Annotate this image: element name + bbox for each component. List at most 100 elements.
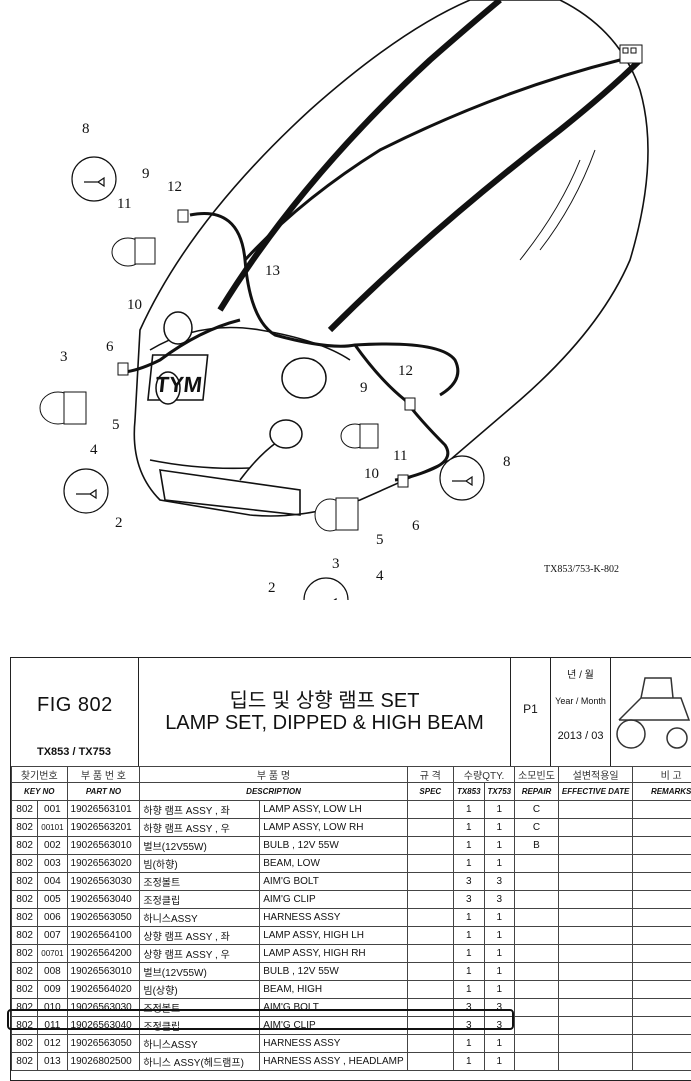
repair-cell: B [514,836,559,855]
desc-ko-cell: 벌브(12V55W) [139,836,261,855]
key-cell: 001 [37,800,68,819]
repair-cell [514,890,559,909]
repair-cell [514,998,559,1017]
title-cell: 딥드 및 상향 램프 SET LAMP SET, DIPPED & HIGH B… [139,658,511,766]
qty-tx853-cell: 3 [452,872,485,891]
date-cell [557,980,634,999]
date-cell [557,962,634,981]
desc-en-cell: HARNESS ASSY , HEADLAMP [259,1052,408,1071]
table-row: 802 008 19026563010 벌브(12V55W) BULB , 12… [10,962,691,981]
qty-tx753-cell: 1 [483,800,516,819]
key-cell: 009 [37,980,68,999]
svg-text:10: 10 [127,297,142,313]
remarks-cell [632,890,691,909]
qty-tx753-cell: 1 [483,854,516,873]
svg-text:8: 8 [82,121,90,137]
svg-text:6: 6 [106,339,114,355]
repair-cell [514,854,559,873]
spec-cell [406,1052,454,1071]
date-cell [557,872,634,891]
qty-tx753-cell: 3 [483,890,516,909]
desc-ko-cell: 하향 램프 ASSY , 우 [139,818,261,837]
desc-ko-cell: 상향 램프 ASSY , 우 [139,944,261,963]
qty-tx853-cell: 1 [452,908,485,927]
svg-text:10: 10 [364,466,379,482]
desc-en-cell: BULB , 12V 55W [259,836,408,855]
desc-en-cell: BULB , 12V 55W [259,962,408,981]
repair-cell: C [514,800,559,819]
title-english: LAMP SET, DIPPED & HIGH BEAM [165,712,484,734]
key-cell: 011 [37,1016,68,1035]
date-cell [557,890,634,909]
svg-text:12: 12 [398,363,413,379]
grille-lamps [155,311,327,449]
remarks-cell [632,872,691,891]
key-cell: 006 [37,908,68,927]
spec-cell [406,962,454,981]
col-part-ko: 부 품 번 호 [66,766,141,783]
header-row-english: KEY NO PART NO DESCRIPTION SPEC TX853 TX… [11,782,691,801]
svg-text:4: 4 [376,568,384,584]
key-cell: 00701 [37,944,68,963]
qty-tx753-cell: 3 [483,872,516,891]
desc-en-cell: HARNESS ASSY [259,1034,408,1053]
spec-cell [406,836,454,855]
fig-cell: 802 [10,1034,39,1053]
remarks-cell [632,908,691,927]
remarks-cell [632,944,691,963]
part-number-cell: 19026563020 [66,854,141,873]
qty-tx753-cell: 1 [483,926,516,945]
tractor-thumbnail [611,658,691,766]
part-number-cell: 19026564100 [66,926,141,945]
date-cell [557,836,634,855]
remarks-cell [632,854,691,873]
desc-ko-cell: 상향 램프 ASSY , 좌 [139,926,261,945]
fig-cell: 802 [10,944,39,963]
table-row: 802 001 19026563101 하향 램프 ASSY , 좌 LAMP … [10,800,691,819]
figure-cell: FIG 802 TX853 / TX753 [11,658,139,766]
date-cell [557,1052,634,1071]
key-cell: 008 [37,962,68,981]
year-month-label-ko: 년 / 월 [567,670,594,681]
repair-cell [514,1052,559,1071]
page-number: P1 [523,702,538,716]
fig-cell: 802 [10,836,39,855]
qty-tx853-cell: 1 [452,1052,485,1071]
key-cell: 012 [37,1034,68,1053]
table-row: 802 013 19026802500 하니스 ASSY(헤드램프) HARNE… [10,1052,691,1071]
date-cell [557,944,634,963]
date-cell [557,818,634,837]
desc-en-cell: LAMP ASSY, HIGH RH [259,944,408,963]
table-row: 802 003 19026563020 빔(하향) BEAM, LOW 1 1 [10,854,691,873]
svg-text:8: 8 [503,454,511,470]
qty-tx753-cell: 1 [483,1034,516,1053]
title-korean: 딥드 및 상향 램프 SET [229,690,420,712]
fig-cell: 802 [10,890,39,909]
col-key-ko: 찾기번호 [11,766,68,783]
part-number-cell: 19026563101 [66,800,141,819]
desc-en-cell: AIM'G CLIP [259,890,408,909]
key-cell: 004 [37,872,68,891]
col-date: EFFECTIVE DATE [557,782,634,801]
date-cell [557,1034,634,1053]
model-names: TX853 / TX753 [37,746,111,758]
svg-text:2: 2 [115,515,123,531]
year-month-cell: 년 / 월 Year / Month 2013 / 03 [551,658,611,766]
col-desc-ko: 부 품 명 [139,766,408,783]
table-row: 802 012 19026563050 하니스ASSY HARNESS ASSY… [10,1034,691,1053]
lamp-assembly-high-rh [340,423,379,449]
date-cell [557,926,634,945]
fig-cell: 802 [10,818,39,837]
remarks-cell [632,998,691,1017]
lamp-assembly-low-rh [314,497,359,532]
key-cell: 00101 [37,818,68,837]
figure-number: FIG 802 [37,694,113,716]
spec-cell [406,944,454,963]
spec-cell [406,1034,454,1053]
col-spec-ko: 규 격 [406,766,454,783]
part-number-cell: 19026563010 [66,962,141,981]
qty-tx753-cell: 1 [483,908,516,927]
fig-cell: 802 [10,854,39,873]
desc-ko-cell: 하니스ASSY [139,908,261,927]
svg-text:3: 3 [60,349,68,365]
